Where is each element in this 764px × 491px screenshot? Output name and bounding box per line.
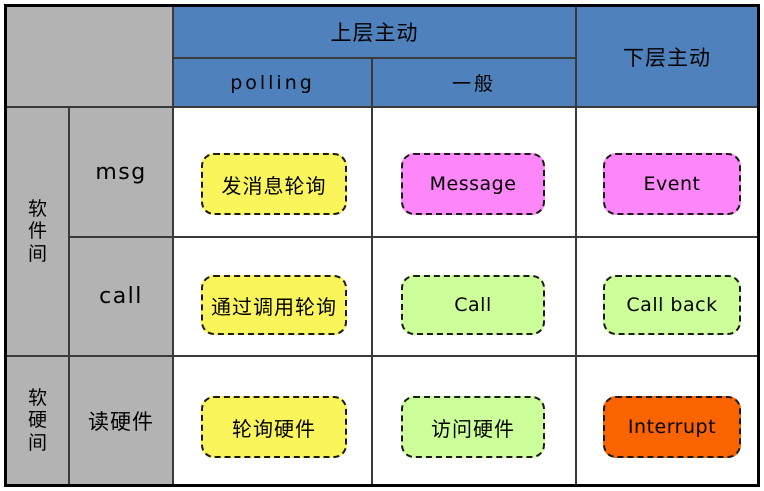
row-group-label-software-text: 软件间 <box>28 197 48 265</box>
row-label-msg: msg <box>70 108 174 238</box>
row-label-call: call <box>70 238 174 357</box>
header-upper-layer-active-label: 上层主动 <box>330 21 419 45</box>
node-access-hardware-label: 访问硬件 <box>431 416 515 441</box>
row-group-label-software-hardware: 软硬间 <box>7 357 70 484</box>
node-access-hardware[interactable]: 访问硬件 <box>401 396 545 458</box>
node-send-message-polling[interactable]: 发消息轮询 <box>201 153 347 215</box>
header-column-polling: polling <box>174 59 373 108</box>
comparison-matrix: 上层主动 polling 一般 下层主动 软件间 msg call 发消息轮询 … <box>4 4 760 487</box>
row-label-msg-text: msg <box>95 159 147 185</box>
header-column-general: 一般 <box>373 59 577 108</box>
node-polling-via-call-label: 通过调用轮询 <box>211 294 337 319</box>
node-event-label: Event <box>643 173 701 195</box>
node-call-back[interactable]: Call back <box>603 275 741 335</box>
node-poll-hardware-label: 轮询硬件 <box>232 416 316 441</box>
row-label-read-hardware-text: 读硬件 <box>88 409 154 434</box>
header-column-general-label: 一般 <box>451 73 496 95</box>
row-group-label-software-hardware-text: 软硬间 <box>28 386 48 454</box>
node-poll-hardware[interactable]: 轮询硬件 <box>201 396 347 458</box>
header-lower-layer-active-label: 下层主动 <box>623 45 711 70</box>
corner-blank-cell <box>7 7 174 108</box>
node-call-label: Call <box>454 294 492 316</box>
row-label-read-hardware: 读硬件 <box>70 357 174 484</box>
node-message-label: Message <box>429 173 517 195</box>
header-lower-layer-active: 下层主动 <box>577 7 757 108</box>
node-interrupt-label: Interrupt <box>627 416 717 438</box>
node-interrupt[interactable]: Interrupt <box>603 396 741 458</box>
node-polling-via-call[interactable]: 通过调用轮询 <box>201 275 347 335</box>
node-send-message-polling-label: 发消息轮询 <box>221 173 327 198</box>
node-call[interactable]: Call <box>401 275 545 335</box>
row-group-label-software: 软件间 <box>7 108 70 357</box>
row-label-call-text: call <box>99 284 143 309</box>
node-message[interactable]: Message <box>401 153 545 215</box>
header-column-polling-label: polling <box>230 71 315 94</box>
node-event[interactable]: Event <box>603 153 741 215</box>
node-call-back-label: Call back <box>626 294 718 316</box>
header-upper-layer-active-group: 上层主动 <box>174 7 577 59</box>
